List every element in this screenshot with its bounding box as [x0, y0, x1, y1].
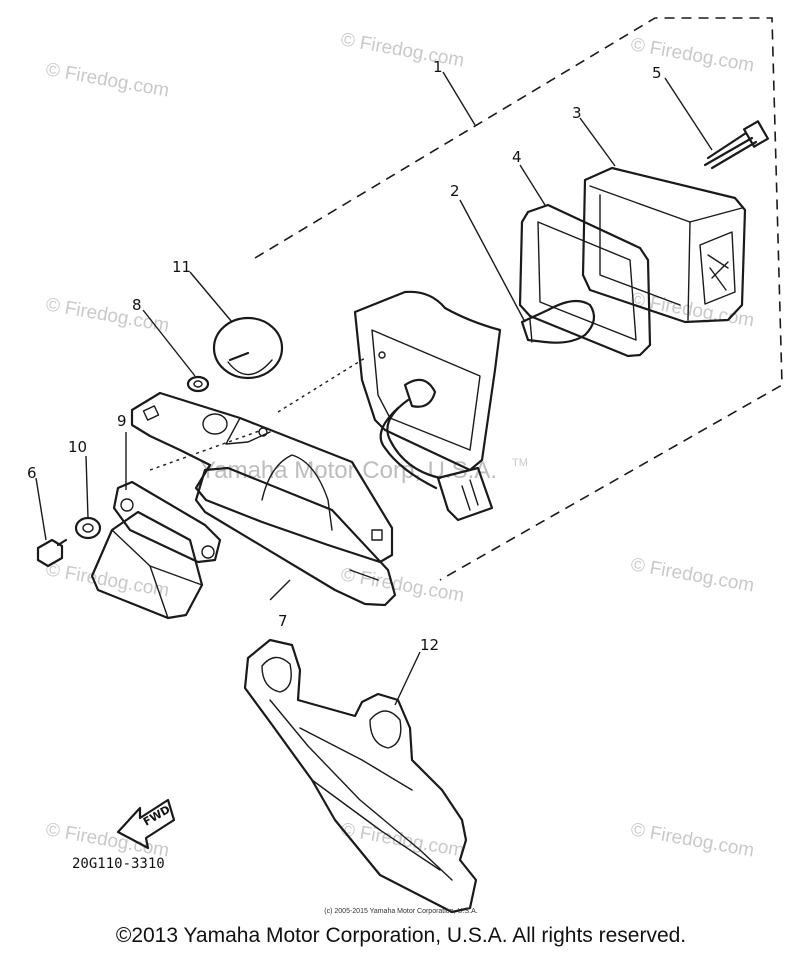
leader-lines [35, 71, 713, 706]
reflector-plate [112, 480, 222, 564]
assembly-outline-1 [254, 17, 783, 581]
watermark: © Firedog.com [629, 819, 756, 861]
callout-7: 7 [278, 612, 288, 630]
screw [703, 120, 770, 170]
tail-light-base [353, 290, 502, 490]
callout-10: 10 [68, 438, 87, 456]
callout-12: 12 [420, 636, 439, 654]
copyright-small: (c) 2005-2015 Yamaha Motor Corporation, … [324, 908, 478, 915]
diagram-part-number: 20G110-3310 [72, 856, 165, 872]
watermark-tm: TM [512, 457, 528, 469]
bolt-6 [36, 538, 68, 568]
watermark: © Firedog.com [629, 34, 756, 76]
copyright-notice: ©2013 Yamaha Motor Corporation, U.S.A. A… [115, 924, 687, 947]
callout-4: 4 [512, 148, 522, 166]
nut-10 [74, 516, 102, 540]
callout-5: 5 [652, 64, 662, 82]
callout-2: 2 [450, 182, 460, 200]
watermark: © Firedog.com [339, 29, 466, 71]
callout-8: 8 [132, 296, 142, 314]
callout-1: 1 [433, 58, 443, 76]
washer-8 [186, 375, 210, 393]
watermark: © Firedog.com [44, 559, 171, 601]
bulb [520, 299, 596, 344]
watermark: © Firedog.com [629, 554, 756, 596]
callout-3: 3 [572, 104, 582, 122]
reflector [90, 510, 204, 620]
callout-11: 11 [172, 258, 191, 276]
watermark: © Firedog.com [44, 59, 171, 101]
connector [436, 466, 494, 522]
callout-6: 6 [27, 464, 37, 482]
watermark: © Firedog.com [339, 819, 466, 861]
callout-numbers: 1 2 3 4 5 6 7 8 9 10 11 12 [27, 58, 662, 654]
callout-9: 9 [117, 412, 127, 430]
lens-gasket [518, 203, 652, 358]
fender-bracket [243, 638, 478, 914]
watermark: © Firedog.com [44, 294, 171, 336]
rubber-cap [212, 316, 284, 380]
license-bracket [130, 391, 397, 607]
lens-housing [581, 166, 747, 324]
